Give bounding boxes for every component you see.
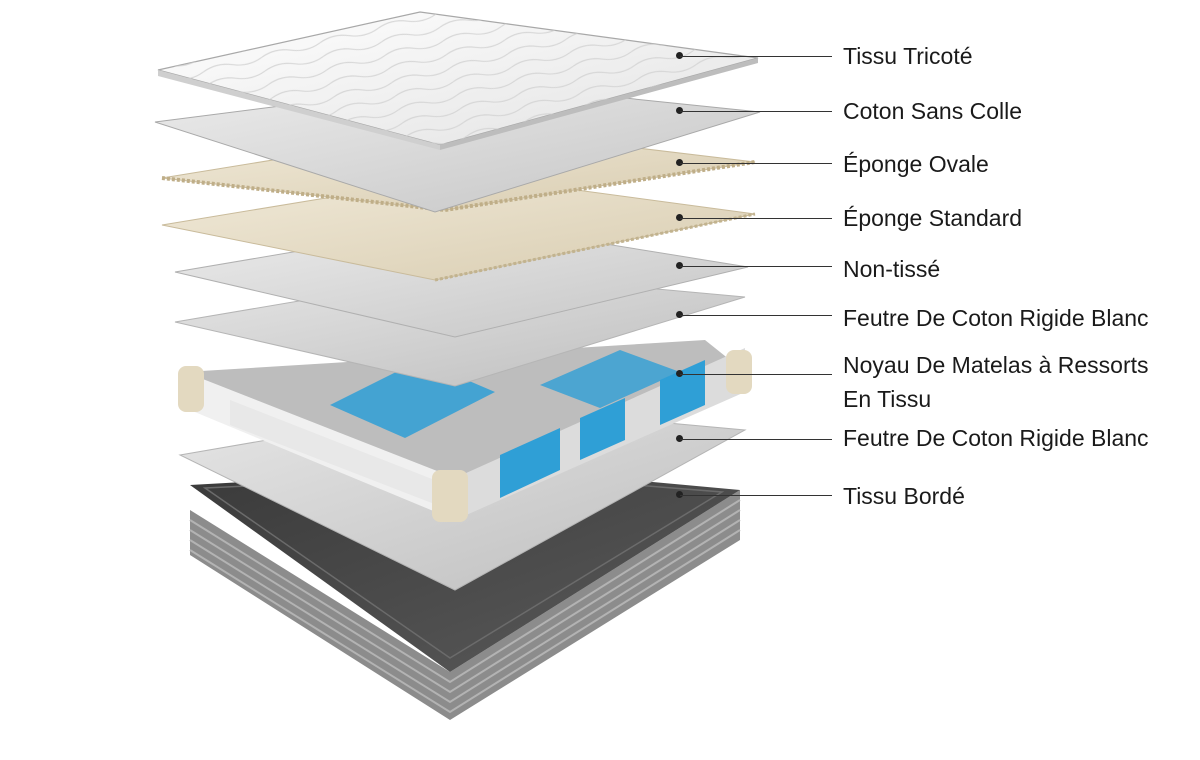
label-felt-upper: Feutre De Coton Rigide Blanc <box>843 305 1149 331</box>
callout-dot-1 <box>676 52 683 59</box>
label-oval-foam: Éponge Ovale <box>843 151 989 177</box>
callout-line-1 <box>680 56 832 57</box>
callout-line-5 <box>680 266 832 267</box>
label-felt-lower: Feutre De Coton Rigide Blanc <box>843 425 1149 451</box>
callout-dot-9 <box>676 491 683 498</box>
callout-line-6 <box>680 315 832 316</box>
callout-dot-4 <box>676 214 683 221</box>
callout-dot-6 <box>676 311 683 318</box>
label-border-fabric: Tissu Bordé <box>843 483 965 509</box>
label-knit-fabric: Tissu Tricoté <box>843 43 973 69</box>
label-spring-core: Noyau De Matelas à Ressorts <box>843 352 1149 378</box>
callout-dot-7 <box>676 370 683 377</box>
callout-line-3 <box>680 163 832 164</box>
callout-dot-5 <box>676 262 683 269</box>
callout-line-9 <box>680 495 832 496</box>
callout-line-8 <box>680 439 832 440</box>
callout-line-4 <box>680 218 832 219</box>
label-spring-core-line2: En Tissu <box>843 386 932 412</box>
layer-knit-fabric <box>157 11 759 150</box>
label-standard-foam: Éponge Standard <box>843 205 1023 231</box>
callout-line-7 <box>680 374 832 375</box>
callout-line-2 <box>680 111 832 112</box>
layer-spring-core <box>178 340 752 522</box>
callout-dot-3 <box>676 159 683 166</box>
callout-dot-8 <box>676 435 683 442</box>
callout-dot-2 <box>676 107 683 114</box>
label-glueless-cotton: Coton Sans Colle <box>843 98 1022 124</box>
label-nonwoven: Non-tissé <box>843 256 941 282</box>
